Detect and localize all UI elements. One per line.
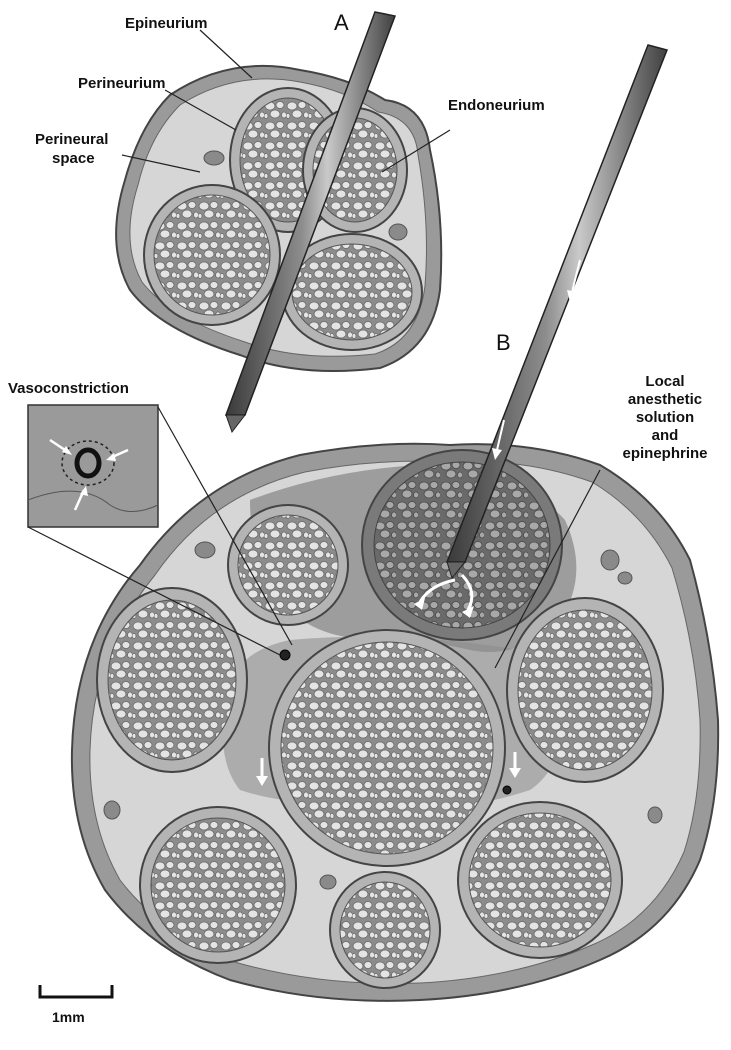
label-local-line4: and	[652, 427, 679, 444]
large-nerve	[70, 442, 720, 1002]
label-perineurium: Perineurium	[78, 75, 166, 92]
label-local-line5: epinephrine	[622, 445, 707, 462]
fascicle-b3	[96, 587, 248, 773]
label-endoneurium: Endoneurium	[448, 97, 545, 114]
fascicle-b7	[329, 871, 441, 989]
fascicle-a4	[281, 233, 423, 351]
blood-vessel	[203, 150, 225, 166]
blood-vessel	[103, 800, 121, 820]
scale-bar: 1mm	[38, 985, 114, 1025]
leader-lines	[27, 29, 601, 669]
needle-b	[445, 44, 669, 580]
needle-a	[224, 11, 397, 434]
blood-vessel	[388, 223, 408, 241]
fascicle-b6	[139, 806, 297, 964]
fascicle-a3	[143, 184, 281, 326]
label-perineural-space-line1: Perineural	[35, 131, 108, 148]
blood-vessel	[617, 571, 633, 585]
fascicle-b5	[506, 597, 664, 783]
label-epineurium: Epineurium	[125, 15, 208, 32]
blood-vessel	[647, 806, 663, 824]
flow-arrows	[260, 573, 517, 778]
small-nerve	[115, 64, 443, 372]
fascicle-b8	[457, 801, 623, 959]
label-local-anesthetic: Local anesthetic solution and epinephrin…	[622, 373, 707, 462]
panel-label-b: B	[496, 330, 511, 355]
fascicle-b1	[227, 504, 349, 626]
label-local-line3: solution	[636, 409, 694, 426]
constricted-vessel	[279, 649, 291, 661]
blood-vessel	[194, 541, 216, 559]
panel-label-a: A	[334, 10, 349, 35]
constricted-vessel	[502, 785, 512, 795]
blood-vessel	[600, 549, 620, 571]
vasoconstriction-inset	[27, 404, 159, 528]
flow-arrow-left-icon	[418, 578, 456, 603]
label-local-line2: anesthetic	[628, 391, 702, 408]
label-local-line1: Local	[645, 373, 684, 390]
flow-arrow-right-icon	[460, 573, 474, 611]
scale-bar-label: 1mm	[52, 1009, 85, 1025]
label-perineural-space-line2: space	[52, 150, 95, 167]
fascicle-b4-central	[268, 629, 506, 867]
label-vasoconstriction: Vasoconstriction	[8, 380, 129, 397]
blood-vessel	[319, 874, 337, 890]
needle-flow-arrow-icon	[571, 259, 581, 293]
